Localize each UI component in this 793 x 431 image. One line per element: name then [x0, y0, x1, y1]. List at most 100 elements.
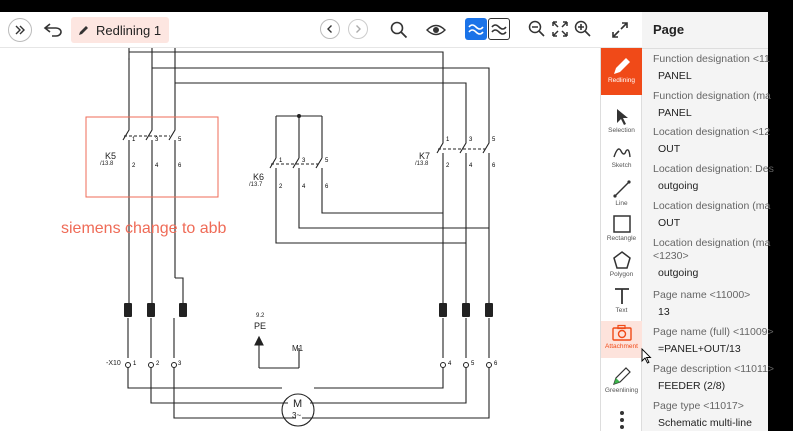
- pin-label: 3: [155, 137, 159, 143]
- property-key: Page description <11011>: [653, 363, 775, 375]
- pin-label: 3: [469, 137, 473, 143]
- panel-title: Page: [653, 22, 685, 37]
- redlining-tool-strip: Redlining Selection Sketch Line Rectangl…: [600, 48, 642, 431]
- zoom-in-button[interactable]: [573, 19, 593, 39]
- property-key: Location designation (ma: [653, 237, 771, 249]
- next-page-button[interactable]: [348, 19, 368, 39]
- expand-icon: [612, 22, 628, 38]
- pin-label: 1: [279, 158, 283, 164]
- zoom-out-button[interactable]: [527, 19, 547, 39]
- property-value: outgoing: [658, 180, 699, 192]
- property-page-type[interactable]: Page type <11017> Schematic multi-line: [653, 400, 793, 430]
- terminal-label: 3: [178, 361, 182, 367]
- tool-attachment[interactable]: Attachment: [601, 321, 642, 358]
- motor-symbol-m: M: [293, 398, 303, 410]
- property-value: OUT: [658, 143, 681, 155]
- drawing-canvas[interactable]: K5 /13.8 K6 /13.7 K7 /13.8 1 3 5 2 4 6 1…: [0, 48, 600, 431]
- cursor-icon: [616, 109, 628, 125]
- tool-rectangle[interactable]: Rectangle: [601, 214, 642, 250]
- wave-icon: [491, 24, 507, 35]
- pin-label: 2: [132, 163, 136, 169]
- properties-panel: Page Function designation <11 PANEL Func…: [642, 12, 774, 431]
- pin-label: 6: [325, 184, 329, 190]
- tool-line[interactable]: Line: [601, 179, 642, 215]
- pin-label: 6: [178, 163, 182, 169]
- text-icon: [614, 288, 629, 304]
- property-location-designation[interactable]: Location designation <12 OUT: [653, 126, 793, 156]
- tool-label: Text: [615, 307, 628, 314]
- tool-polygon[interactable]: Polygon: [601, 250, 642, 286]
- property-page-description[interactable]: Page description <11011> FEEDER (2/8): [653, 363, 793, 393]
- property-page-name-full[interactable]: Page name (full) <11009> =PANEL+OUT/13: [653, 326, 793, 356]
- app-window: Redlining 1: [0, 12, 774, 431]
- redline-note-text[interactable]: siemens change to abb: [61, 220, 227, 237]
- search-button[interactable]: [388, 19, 410, 41]
- visibility-button[interactable]: [424, 19, 448, 41]
- property-value: =PANEL+OUT/13: [658, 343, 741, 355]
- fit-arrows-icon: [552, 21, 568, 37]
- terminal-label: 2: [156, 361, 160, 367]
- property-value: FEEDER (2/8): [658, 380, 726, 392]
- pin-label: 1: [132, 137, 136, 143]
- compare-toggle-on[interactable]: [465, 18, 487, 40]
- property-function-designation-ma[interactable]: Function designation (ma PANEL: [653, 90, 793, 120]
- property-key-suffix: <1230>: [653, 250, 689, 262]
- contactor-k6-label: K6: [253, 172, 265, 182]
- pin-label: 4: [302, 184, 306, 190]
- pin-label: 5: [325, 158, 329, 164]
- rectangle-icon: [612, 215, 631, 233]
- undo-button[interactable]: [42, 20, 64, 40]
- pin-label: 2: [279, 184, 283, 190]
- camera-icon: [611, 324, 632, 341]
- terminal-label: 1: [133, 361, 137, 367]
- property-location-description[interactable]: Location designation: Des outgoing: [653, 163, 793, 193]
- tool-label: Greenlining: [604, 387, 639, 394]
- tool-text[interactable]: Text: [601, 286, 642, 322]
- panel-divider: [642, 48, 768, 49]
- contactor-k5-label: K5: [105, 151, 117, 161]
- tool-greenlining[interactable]: Greenlining: [601, 366, 642, 402]
- contactor-k6-ref: /13.7: [249, 182, 263, 188]
- terminal-label: 5: [471, 361, 475, 367]
- property-value: 13: [658, 306, 670, 318]
- property-key: Location designation (ma: [653, 200, 771, 212]
- line-icon: [612, 180, 631, 198]
- previous-page-button[interactable]: [320, 19, 340, 39]
- property-key: Page name (full) <11009>: [653, 326, 774, 338]
- property-key: Function designation <11: [653, 53, 770, 65]
- wave-icon: [468, 24, 484, 35]
- pencil-icon: [613, 58, 630, 74]
- pin-label: 4: [469, 163, 473, 169]
- redline-rectangle[interactable]: [85, 116, 219, 198]
- pencil-icon: [79, 25, 88, 35]
- more-tools-button[interactable]: [601, 410, 642, 431]
- property-function-designation[interactable]: Function designation <11 PANEL: [653, 53, 793, 83]
- expand-sidebar-button[interactable]: [8, 18, 32, 42]
- property-location-designation-ma[interactable]: Location designation (ma OUT: [653, 200, 793, 230]
- fit-to-page-button[interactable]: [550, 19, 570, 39]
- fullscreen-button[interactable]: [609, 19, 631, 41]
- tool-label: Redlining: [607, 77, 636, 84]
- pin-label: 5: [178, 137, 182, 143]
- tool-redlining[interactable]: Redlining: [601, 48, 642, 95]
- property-value: PANEL: [658, 70, 692, 82]
- terminal-label: 6: [494, 361, 498, 367]
- pin-label: 6: [492, 163, 496, 169]
- property-key: Page type <11017>: [653, 400, 744, 412]
- tab-redlining-1[interactable]: Redlining 1: [71, 17, 170, 43]
- property-value: OUT: [658, 217, 681, 229]
- tool-selection[interactable]: Selection: [601, 108, 642, 144]
- undo-icon: [43, 23, 62, 37]
- pe-ref: 9.2: [256, 313, 265, 319]
- pentagon-icon: [612, 251, 631, 269]
- pin-label: 3: [302, 158, 306, 164]
- tool-label: Sketch: [611, 162, 632, 169]
- tool-sketch[interactable]: Sketch: [601, 143, 642, 179]
- chevron-right-icon: [356, 25, 361, 33]
- property-location-description-ma[interactable]: Location designation (ma <1230> outgoing: [653, 237, 793, 280]
- motor-phase: 3~: [292, 411, 302, 420]
- property-key: Location designation <12: [653, 126, 771, 138]
- compare-toggle[interactable]: [488, 18, 510, 40]
- pin-label: 2: [446, 163, 450, 169]
- property-page-name[interactable]: Page name <11000> 13: [653, 289, 793, 319]
